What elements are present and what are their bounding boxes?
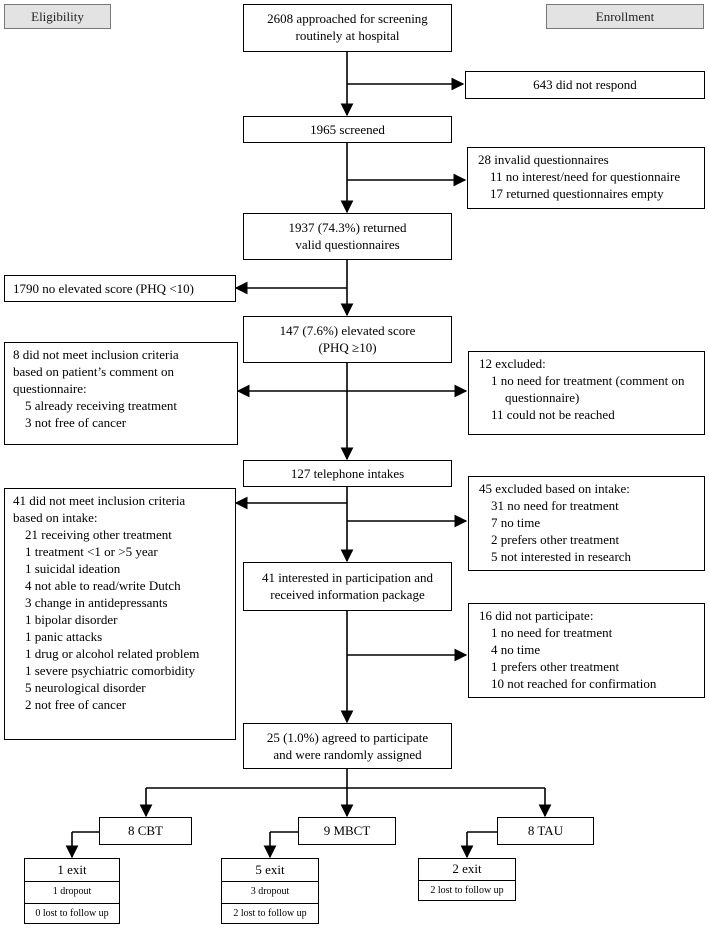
- invalid-box: 28 invalid questionnaires 11 no interest…: [467, 147, 705, 209]
- agreed-line-1: 25 (1.0%) agreed to participate: [266, 730, 429, 745]
- approached-line-1: 2608 approached for screening: [267, 11, 428, 26]
- elevated-line-2: (PHQ ≥10): [318, 340, 377, 355]
- inclusion-intake-title-1: 41 did not meet inclusion criteria: [13, 493, 186, 508]
- not-participate-item-3: 1 prefers other treatment: [491, 659, 620, 674]
- inclusion-comment-box: 8 did not meet inclusion criteria based …: [4, 342, 238, 445]
- enrollment-tag: Enrollment: [546, 4, 704, 29]
- inclusion-intake-item: 1 treatment <1 or >5 year: [25, 544, 158, 559]
- inclusion-comment-item-1: 5 already receiving treatment: [25, 398, 177, 413]
- mbct-exit-box: 5 exit 3 dropout 2 lost to follow up: [221, 858, 319, 924]
- tau-exit-box: 2 exit 2 lost to follow up: [418, 858, 516, 901]
- returned-valid-line-2: valid questionnaires: [295, 237, 400, 252]
- tau-exit-count: 2 exit: [452, 861, 482, 876]
- excluded-45-item-4: 5 not interested in research: [491, 549, 632, 564]
- excluded-45-item-2: 7 no time: [491, 515, 541, 530]
- mbct-exit-count: 5 exit: [255, 862, 285, 877]
- returned-valid-line-1: 1937 (74.3%) returned: [288, 220, 407, 235]
- inclusion-comment-title-2: based on patient’s comment on: [13, 364, 175, 379]
- inclusion-intake-box: 41 did not meet inclusion criteria based…: [4, 488, 236, 740]
- interested-line-2: received information package: [270, 587, 425, 602]
- arm-tau-name: 8 TAU: [527, 823, 564, 838]
- cbt-dropout: 1 dropout: [52, 886, 92, 897]
- no-elevated-box: 1790 no elevated score (PHQ <10): [4, 275, 236, 302]
- excluded-12-item-2: questionnaire): [505, 390, 580, 405]
- inclusion-comment-title-3: questionnaire:: [13, 381, 87, 396]
- cbt-exit-count: 1 exit: [57, 862, 87, 877]
- inclusion-intake-item: 21 receiving other treatment: [25, 527, 172, 542]
- arm-cbt-box: 8 CBT: [99, 817, 192, 845]
- excluded-45-title: 45 excluded based on intake:: [479, 481, 630, 496]
- excluded-45-item-3: 2 prefers other treatment: [491, 532, 620, 547]
- cbt-exit-box: 1 exit 1 dropout 0 lost to follow up: [24, 858, 120, 924]
- screened-text: 1965 screened: [310, 122, 385, 137]
- inclusion-intake-item: 5 neurological disorder: [25, 680, 146, 695]
- arm-mbct-box: 9 MBCT: [298, 817, 396, 845]
- elevated-line-1: 147 (7.6%) elevated score: [279, 323, 416, 338]
- telephone-text: 127 telephone intakes: [290, 466, 405, 481]
- elevated-box: 147 (7.6%) elevated score (PHQ ≥10): [243, 316, 452, 363]
- inclusion-intake-item: 2 not free of cancer: [25, 697, 127, 712]
- inclusion-intake-item: 1 panic attacks: [25, 629, 103, 644]
- arm-mbct-name: 9 MBCT: [323, 823, 371, 838]
- inclusion-comment-title-1: 8 did not meet inclusion criteria: [13, 347, 179, 362]
- not-participate-item-2: 4 no time: [491, 642, 541, 657]
- inclusion-intake-item: 3 change in antidepressants: [25, 595, 168, 610]
- eligibility-label: Eligibility: [31, 9, 84, 24]
- inclusion-intake-title-2: based on intake:: [13, 510, 98, 525]
- invalid-title: 28 invalid questionnaires: [478, 152, 609, 167]
- inclusion-comment-item-2: 3 not free of cancer: [25, 415, 127, 430]
- excluded-12-item-1: 1 no need for treatment (comment on: [491, 373, 685, 388]
- excluded-45-box: 45 excluded based on intake: 31 no need …: [468, 476, 705, 571]
- approached-line-2: routinely at hospital: [295, 28, 400, 43]
- excluded-12-title: 12 excluded:: [479, 356, 546, 371]
- invalid-item-2: 17 returned questionnaires empty: [490, 186, 664, 201]
- returned-valid-box: 1937 (74.3%) returned valid questionnair…: [243, 213, 452, 260]
- interested-line-1: 41 interested in participation and: [261, 570, 434, 585]
- screened-box: 1965 screened: [243, 116, 452, 143]
- mbct-dropout: 3 dropout: [250, 886, 290, 897]
- excluded-12-box: 12 excluded: 1 no need for treatment (co…: [468, 351, 705, 435]
- cbt-lost: 0 lost to follow up: [35, 908, 109, 919]
- approached-box: 2608 approached for screening routinely …: [243, 4, 452, 52]
- not-participate-item-1: 1 no need for treatment: [491, 625, 613, 640]
- excluded-45-item-1: 31 no need for treatment: [491, 498, 619, 513]
- interested-box: 41 interested in participation and recei…: [243, 562, 452, 611]
- not-participate-box: 16 did not participate: 1 no need for tr…: [468, 603, 705, 698]
- inclusion-intake-item: 1 drug or alcohol related problem: [25, 646, 200, 661]
- arm-tau-box: 8 TAU: [497, 817, 594, 845]
- telephone-box: 127 telephone intakes: [243, 460, 452, 487]
- mbct-lost: 2 lost to follow up: [233, 908, 307, 919]
- not-respond-text: 643 did not respond: [533, 77, 637, 92]
- inclusion-intake-item: 1 severe psychiatric comorbidity: [25, 663, 196, 678]
- invalid-item-1: 11 no interest/need for questionnaire: [490, 169, 681, 184]
- agreed-line-2: and were randomly assigned: [273, 747, 422, 762]
- not-participate-item-4: 10 not reached for confirmation: [491, 676, 657, 691]
- not-respond-box: 643 did not respond: [465, 71, 705, 99]
- excluded-12-item-3: 11 could not be reached: [491, 407, 615, 422]
- not-participate-title: 16 did not participate:: [479, 608, 594, 623]
- agreed-box: 25 (1.0%) agreed to participate and were…: [243, 723, 452, 769]
- enrollment-label: Enrollment: [595, 9, 655, 24]
- inclusion-intake-item: 1 bipolar disorder: [25, 612, 118, 627]
- no-elevated-text: 1790 no elevated score (PHQ <10): [13, 281, 194, 296]
- inclusion-intake-item: 1 suicidal ideation: [25, 561, 121, 576]
- tau-lost: 2 lost to follow up: [430, 885, 504, 896]
- arm-cbt-name: 8 CBT: [127, 823, 164, 838]
- eligibility-tag: Eligibility: [4, 4, 111, 29]
- inclusion-intake-item: 4 not able to read/write Dutch: [25, 578, 181, 593]
